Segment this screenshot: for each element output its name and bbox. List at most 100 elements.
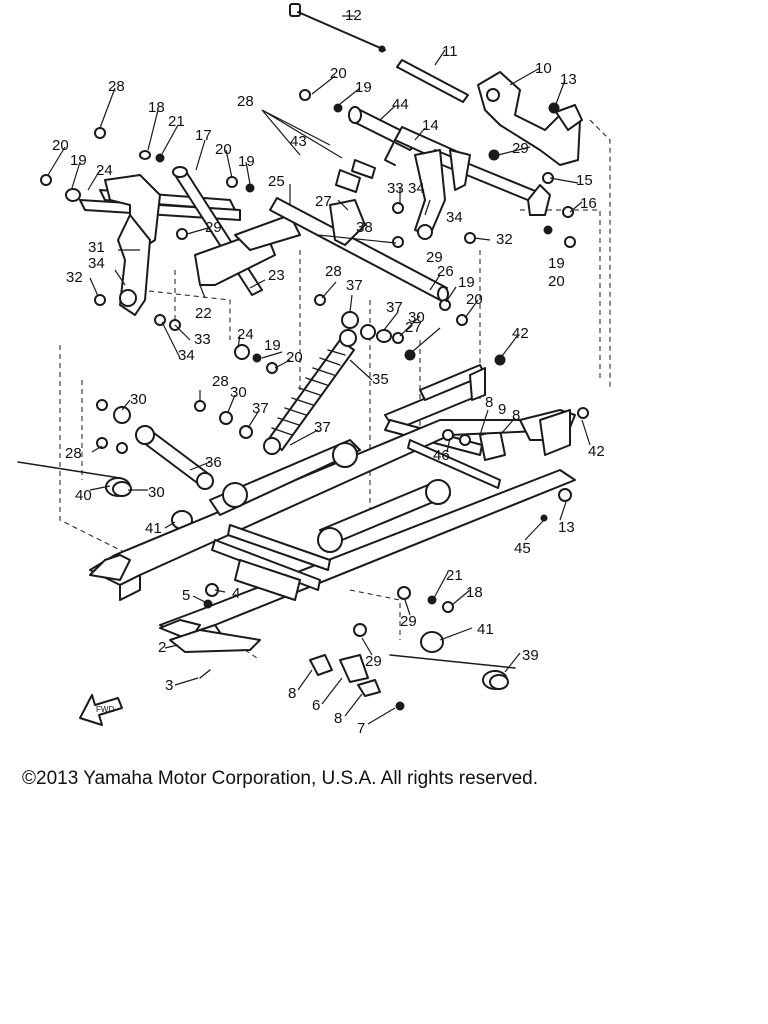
callout-label: 42 bbox=[512, 325, 529, 342]
callout-label: 43 bbox=[290, 133, 307, 150]
callout-label: 32 bbox=[66, 269, 83, 286]
front-direction-arrow: FWD bbox=[79, 694, 123, 726]
callout-label: 37 bbox=[346, 277, 363, 294]
callout-label: 20 bbox=[286, 349, 303, 366]
callout-label: 34 bbox=[178, 347, 195, 364]
callout-label: 28 bbox=[108, 78, 125, 95]
rail-cross-rods bbox=[211, 439, 501, 601]
right-slide-rail bbox=[159, 409, 576, 651]
callout-label: 4 bbox=[232, 585, 240, 602]
callout-label: 41 bbox=[145, 520, 162, 537]
callout-label: 32 bbox=[496, 231, 513, 248]
callout-label: 46 bbox=[433, 447, 450, 464]
callout-label: 20 bbox=[215, 141, 232, 158]
long-bolt bbox=[289, 3, 386, 53]
idler-bracket-9 bbox=[479, 429, 506, 461]
rear-arm-bracket bbox=[477, 71, 583, 166]
fasteners bbox=[40, 89, 589, 637]
callout-label: 12 bbox=[345, 7, 362, 24]
callout-label: 44 bbox=[392, 96, 409, 113]
callout-labels: 2 3 4 5 6 7 8 8 8 8 9 10 11 12 13 13 14 … bbox=[52, 7, 605, 737]
rear-wheel-6 bbox=[309, 654, 405, 711]
callout-label: 18 bbox=[466, 584, 483, 601]
callout-label: 26 bbox=[437, 263, 454, 280]
link-bracket bbox=[194, 214, 301, 286]
callout-label: 38 bbox=[356, 219, 373, 236]
callout-label: 21 bbox=[168, 113, 185, 130]
callout-label: 21 bbox=[446, 567, 463, 584]
callout-label: 24 bbox=[237, 326, 254, 343]
callout-label: 9 bbox=[498, 401, 506, 418]
front-marker-text: FWD bbox=[96, 705, 114, 714]
rear-upper-crossbar bbox=[414, 149, 551, 240]
callout-label: 37 bbox=[314, 419, 331, 436]
callout-label: 19 bbox=[238, 153, 255, 170]
callout-label: 29 bbox=[512, 140, 529, 157]
callout-label: 5 bbox=[182, 587, 190, 604]
callout-label: 7 bbox=[357, 720, 365, 737]
callout-label: 20 bbox=[52, 137, 69, 154]
callout-label: 37 bbox=[386, 299, 403, 316]
callout-label: 14 bbox=[422, 117, 439, 134]
callout-label: 8 bbox=[512, 407, 520, 424]
callout-label: 42 bbox=[588, 443, 605, 460]
callout-label: 34 bbox=[88, 255, 105, 272]
callout-label: 35 bbox=[372, 371, 389, 388]
callout-label: 30 bbox=[230, 384, 247, 401]
callout-label: 23 bbox=[268, 267, 285, 284]
callout-label: 19 bbox=[458, 274, 475, 291]
callout-label: 13 bbox=[558, 519, 575, 536]
callout-label: 19 bbox=[355, 79, 372, 96]
callout-label: 13 bbox=[560, 71, 577, 88]
callout-label: 36 bbox=[205, 454, 222, 471]
callout-label: 28 bbox=[237, 93, 254, 110]
callout-label: 37 bbox=[252, 400, 269, 417]
lower-link-arms bbox=[209, 439, 451, 553]
callout-label: 40 bbox=[75, 487, 92, 504]
callout-label: 28 bbox=[212, 373, 229, 390]
callout-label: 8 bbox=[288, 685, 296, 702]
shock-absorber bbox=[263, 329, 357, 455]
callout-label: 39 bbox=[522, 647, 539, 664]
callout-label: 19 bbox=[264, 337, 281, 354]
callout-label: 31 bbox=[88, 239, 105, 256]
copyright-notice: ©2013 Yamaha Motor Corporation, U.S.A. A… bbox=[22, 768, 538, 789]
callout-label: 17 bbox=[195, 127, 212, 144]
callout-label: 28 bbox=[65, 445, 82, 462]
callout-label: 20 bbox=[466, 291, 483, 308]
callout-label: 10 bbox=[535, 60, 552, 77]
callout-label: 27 bbox=[315, 193, 332, 210]
tube-bracket-27 bbox=[329, 199, 366, 246]
suspension-exploded-diagram: FWD bbox=[17, 3, 611, 737]
callout-label: 34 bbox=[408, 180, 425, 197]
callout-label: 6 bbox=[312, 697, 320, 714]
callout-label: 8 bbox=[485, 394, 493, 411]
callout-label: 30 bbox=[148, 484, 165, 501]
callout-label: 33 bbox=[387, 180, 404, 197]
callout-label: 2 bbox=[158, 639, 166, 656]
callout-label: 29 bbox=[426, 249, 443, 266]
callout-label: 33 bbox=[194, 331, 211, 348]
callout-label: 30 bbox=[408, 309, 425, 326]
callout-label: 20 bbox=[548, 273, 565, 290]
callout-label: 29 bbox=[400, 613, 417, 630]
front-shock-36 bbox=[135, 425, 214, 490]
callout-label: 11 bbox=[442, 43, 458, 60]
callout-leader-lines bbox=[47, 15, 591, 725]
callout-label: 15 bbox=[576, 172, 593, 189]
slide-runner-2 bbox=[169, 629, 261, 679]
callout-label: 19 bbox=[548, 255, 565, 272]
callout-label: 30 bbox=[130, 391, 147, 408]
callout-label: 24 bbox=[96, 162, 113, 179]
callout-label: 29 bbox=[205, 219, 222, 236]
callout-label: 20 bbox=[330, 65, 347, 82]
callout-label: 18 bbox=[148, 99, 165, 116]
center-tube bbox=[269, 197, 449, 302]
spacer-43 bbox=[335, 159, 376, 193]
callout-label: 19 bbox=[70, 152, 87, 169]
upper-shaft bbox=[396, 59, 469, 103]
callout-label: 34 bbox=[446, 209, 463, 226]
torsion-spring-39 bbox=[389, 654, 516, 690]
callout-label: 25 bbox=[268, 173, 285, 190]
callout-label: 3 bbox=[165, 677, 173, 694]
